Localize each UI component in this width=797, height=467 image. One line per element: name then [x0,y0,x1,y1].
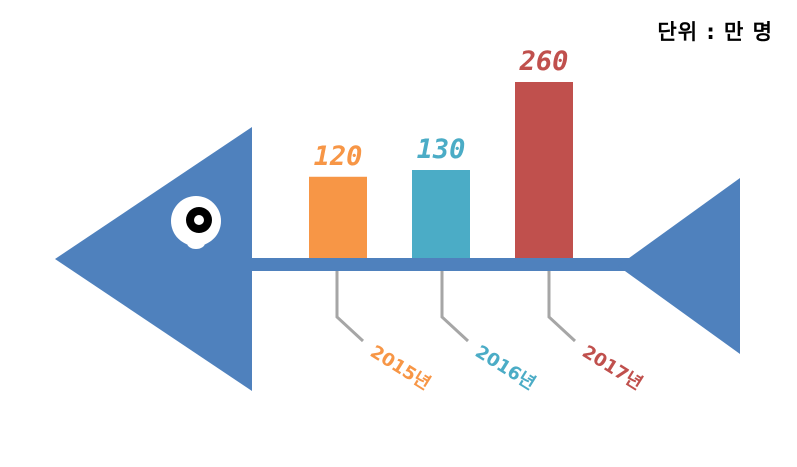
data-label-2016년: 130 [417,134,466,165]
value-labels: 120 130 260 [314,46,569,172]
fish-eye-icon [171,196,221,249]
category-labels: 2015년 2016년 2017년 [366,341,646,394]
category-label-2016년: 2016년 [471,341,539,394]
leader-lines [335,271,577,343]
bars-layer [309,82,573,258]
data-label-2015년: 120 [314,141,363,172]
data-label-2017년: 260 [519,46,569,77]
fish-head [55,127,252,391]
category-label-2015년: 2015년 [366,341,434,394]
bar-2015년 [309,176,367,258]
fish-tail [618,178,740,354]
unit-label: 단위 : 만 명 [657,20,773,44]
bar-2017년 [515,82,573,258]
leader-line-2015년 [335,271,365,343]
leader-line-2016년 [440,271,470,343]
fish-spine [240,258,632,271]
leader-line-2017년 [547,271,577,343]
bar-2016년 [412,170,470,258]
category-label-2017년: 2017년 [578,341,646,394]
